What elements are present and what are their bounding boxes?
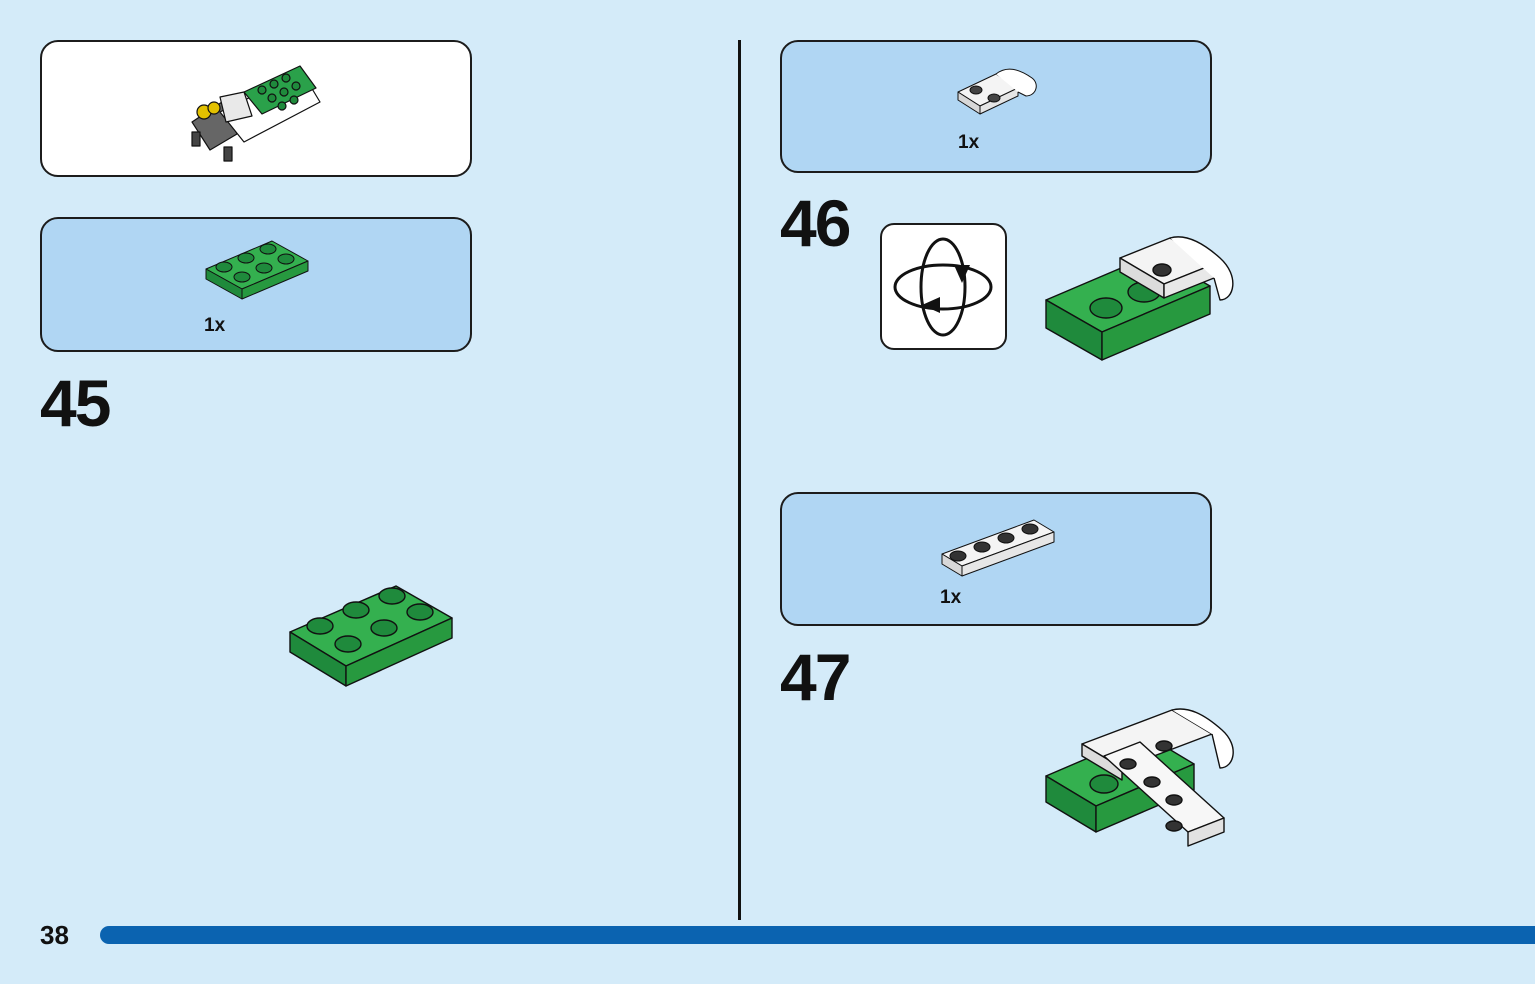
part-quantity: 1x: [958, 132, 980, 153]
page-divider: [738, 40, 741, 920]
rotate-model-icon: [880, 223, 1007, 350]
parts-box-step-45: 1x: [40, 217, 472, 352]
step-number-47: 47: [780, 640, 851, 714]
part-quantity: 1x: [940, 587, 962, 608]
step-47-assembly-image: [1045, 708, 1234, 847]
step-number-46: 46: [780, 186, 851, 260]
model-overview-image: [191, 65, 321, 162]
parts-box-step-46: 1x: [780, 40, 1212, 173]
page-number: 38: [40, 920, 69, 950]
step-number-45: 45: [40, 366, 111, 440]
part-white-plate-1x4-icon: [941, 519, 1055, 577]
progress-bar: [100, 926, 1535, 944]
part-quantity: 1x: [204, 315, 226, 336]
step-46-assembly-image: [1045, 236, 1234, 361]
parts-box-step-47: 1x: [780, 492, 1212, 626]
model-overview-box: [40, 40, 472, 177]
step-45-assembly-image: [289, 585, 453, 687]
part-white-handle-plate-icon: [957, 68, 1037, 115]
part-green-plate-2x3-icon: [205, 240, 309, 300]
